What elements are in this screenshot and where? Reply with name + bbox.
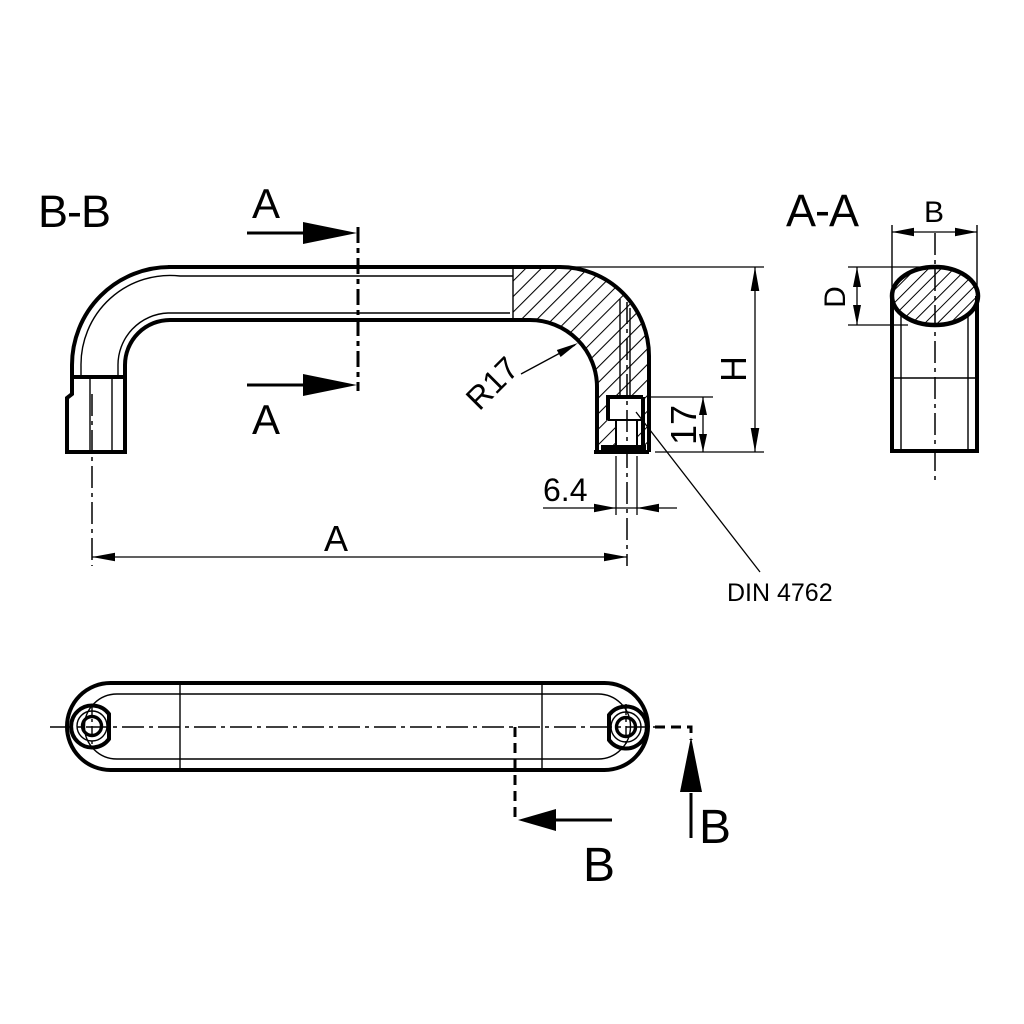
arrowhead-up-icon bbox=[680, 737, 702, 792]
section-arrow-a-top-label: A bbox=[252, 180, 280, 227]
arrowhead-right-icon bbox=[303, 374, 357, 396]
cutting-line-bb-horizontal bbox=[655, 725, 693, 740]
section-arrow-b-horizontal-label: B bbox=[583, 839, 615, 892]
section-arrow-a-bottom-label: A bbox=[252, 396, 280, 443]
section-arrow-b-horizontal: B bbox=[518, 809, 615, 892]
dim-64-label: 6.4 bbox=[543, 472, 587, 508]
section-arrow-a-top: A bbox=[247, 180, 357, 244]
grip-top-inner-line bbox=[80, 274, 513, 377]
section-arrow-b-vertical-label: B bbox=[699, 801, 731, 854]
dim-h-label: H bbox=[713, 356, 754, 382]
left-foot-outline bbox=[65, 375, 127, 454]
left-outer-bend bbox=[70, 265, 171, 377]
screw-hole-right bbox=[607, 704, 649, 751]
dimension-hole-width: 6.4 bbox=[543, 456, 677, 515]
counterbore-socket bbox=[608, 397, 643, 420]
dimension-overall-height: H bbox=[570, 266, 764, 453]
screw-note-label: DIN 4762 bbox=[727, 579, 833, 607]
view-section-aa: A-A B D bbox=[786, 185, 981, 483]
arrowhead-left-icon bbox=[518, 809, 556, 831]
through-hole bbox=[616, 420, 637, 445]
arrowhead-right-icon bbox=[303, 222, 357, 244]
dimension-profile-width: B bbox=[892, 196, 977, 237]
dim-b-label: B bbox=[924, 196, 944, 229]
dimension-base-height: 17 bbox=[648, 396, 713, 452]
right-outer-bend bbox=[559, 265, 651, 452]
view-bottom: B B bbox=[50, 681, 731, 892]
dim-17-label: 17 bbox=[663, 405, 704, 445]
inner-fillet-r17 bbox=[529, 318, 599, 452]
section-bb-title: B-B bbox=[38, 186, 110, 237]
view-section-bb: B-B bbox=[38, 180, 833, 607]
bottom-outer-contour bbox=[65, 681, 650, 772]
dimension-overall-length: A bbox=[92, 518, 627, 562]
radius-callout-r17: R17 bbox=[459, 343, 578, 417]
dim-d-label: D bbox=[819, 286, 852, 308]
grip-bottom-inner-line bbox=[117, 312, 510, 377]
screw-seat-band bbox=[601, 445, 646, 453]
dimension-profile-depth: D bbox=[819, 266, 928, 326]
screw-note-leader bbox=[635, 411, 761, 573]
grip-bottom-edge bbox=[123, 318, 530, 377]
screw-hole-left bbox=[69, 703, 111, 750]
dim-a-label: A bbox=[324, 518, 348, 559]
section-arrow-b-vertical: B bbox=[680, 737, 731, 854]
section-aa-title: A-A bbox=[786, 185, 859, 236]
dim-r17-label: R17 bbox=[459, 350, 526, 417]
section-arrow-a-bottom: A bbox=[247, 374, 357, 443]
screw-note: DIN 4762 bbox=[635, 411, 833, 607]
